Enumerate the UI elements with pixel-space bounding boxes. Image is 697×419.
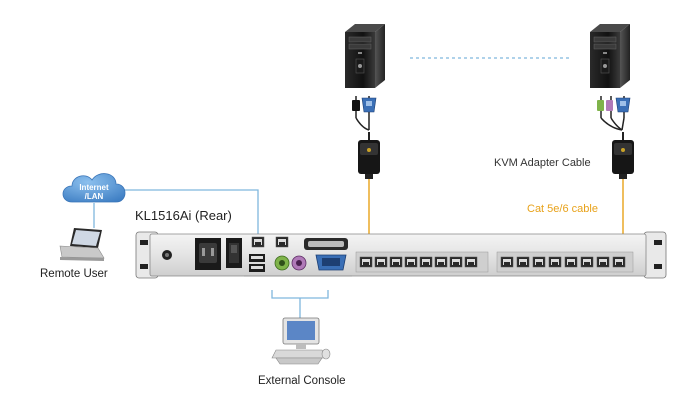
device-label: KL1516Ai (Rear) (135, 208, 232, 223)
laptop-icon (59, 228, 105, 261)
remote-user-label: Remote User (40, 268, 108, 280)
desktop-computer-icon (271, 317, 331, 365)
cloud-label-internet: Internet (79, 183, 109, 192)
kvm-adapter-cable-icon (352, 96, 380, 179)
server-icon (344, 23, 386, 89)
cat-cable-label: Cat 5e/6 cable (527, 203, 598, 215)
kvm-adapter-cable-icon (597, 96, 634, 179)
kvm-adapter-label: KVM Adapter Cable (494, 157, 591, 169)
cloud-label-lan: /LAN (85, 192, 104, 201)
console-connection-lines (271, 290, 329, 318)
kvm-switch-chassis (135, 231, 667, 279)
external-console-label: External Console (258, 375, 346, 387)
server-icon (589, 23, 631, 89)
network-line (124, 189, 259, 236)
cloud-icon: Internet /LAN (62, 173, 126, 203)
